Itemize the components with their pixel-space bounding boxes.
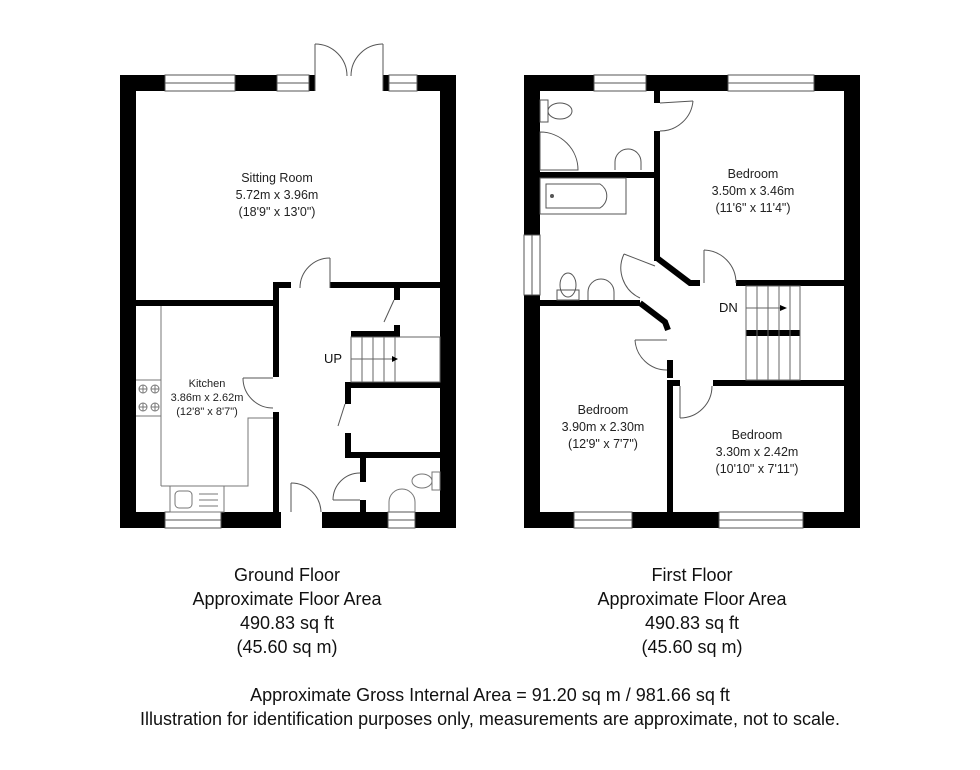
floor-area-label: Approximate Floor Area (192, 589, 382, 609)
room-metric: 5.72m x 3.96m (235, 188, 319, 202)
floor-area-sqft: 490.83 sq ft (644, 613, 740, 633)
stairs-down-label: DN (719, 300, 738, 315)
room-imperial: (11'6" x 11'4") (715, 201, 791, 215)
room-name: Kitchen (188, 378, 226, 390)
ground-floor-plan (120, 43, 456, 529)
room-metric: 3.90m x 2.30m (561, 420, 645, 434)
room-name: Bedroom (727, 167, 779, 181)
floor-title: First Floor (651, 565, 733, 585)
ground-floor-outer-walls (120, 75, 456, 528)
room-imperial: (12'8" x 8'7") (176, 406, 238, 418)
gross-internal-area: Approximate Gross Internal Area = 91.20 … (250, 685, 730, 705)
disclaimer: Illustration for identification purposes… (139, 709, 841, 729)
stairs-up-label: UP (324, 351, 343, 366)
floor-area-label: Approximate Floor Area (597, 589, 787, 609)
room-label-kitchen: Kitchen 3.86m x 2.62m (12'8" x 8'7") (171, 377, 244, 419)
room-metric: 3.30m x 2.42m (715, 445, 799, 459)
room-label-bedroom-1: Bedroom 3.50m x 3.46m (11'6" x 11'4") (712, 166, 795, 217)
floor-title: Ground Floor (233, 565, 341, 585)
floor-area-sqm: (45.60 sq m) (236, 637, 338, 657)
room-label-bedroom-2: Bedroom 3.90m x 2.30m (12'9" x 7'7") (562, 402, 645, 453)
first-floor-plan (523, 74, 860, 529)
room-imperial: (10'10" x 7'11") (715, 462, 799, 476)
room-metric: 3.50m x 3.46m (711, 184, 795, 198)
room-label-sitting-room: Sitting Room 5.72m x 3.96m (18'9" x 13'0… (236, 170, 319, 221)
room-name: Sitting Room (241, 171, 313, 185)
room-imperial: (18'9" x 13'0") (238, 205, 316, 219)
room-name: Bedroom (731, 428, 783, 442)
first-floor-caption: First Floor Approximate Floor Area 490.8… (597, 563, 786, 659)
room-metric: 3.86m x 2.62m (170, 392, 244, 404)
room-name: Bedroom (577, 403, 629, 417)
room-imperial: (12'9" x 7'7") (568, 437, 638, 451)
ground-floor-caption: Ground Floor Approximate Floor Area 490.… (192, 563, 381, 659)
floor-area-sqm: (45.60 sq m) (641, 637, 743, 657)
floor-area-sqft: 490.83 sq ft (239, 613, 335, 633)
room-label-bedroom-3: Bedroom 3.30m x 2.42m (10'10" x 7'11") (716, 427, 799, 478)
